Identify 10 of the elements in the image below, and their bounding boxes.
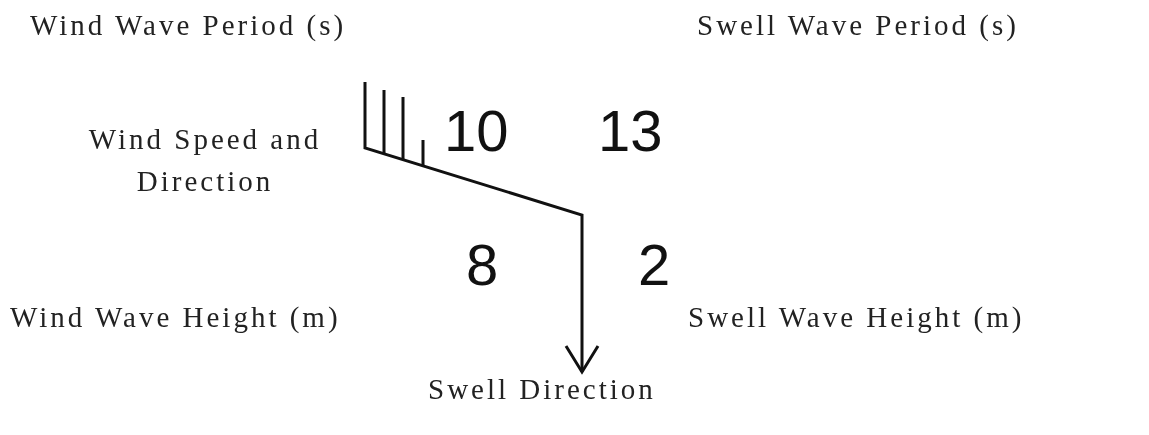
value-number: 10: [444, 102, 509, 160]
value-number: 8: [466, 236, 499, 294]
value-number: 13: [598, 102, 663, 160]
label-text: Swell Wave Period (s): [697, 8, 1019, 43]
label-text: Wind Speed and Direction: [87, 122, 323, 200]
label-text: Swell Wave Height (m): [688, 300, 1025, 335]
label-text: Swell Direction: [428, 372, 656, 407]
label-text: Wind Wave Height (m): [10, 300, 341, 335]
label-text: Wind Wave Period (s): [30, 8, 347, 43]
value-number: 2: [638, 236, 671, 294]
